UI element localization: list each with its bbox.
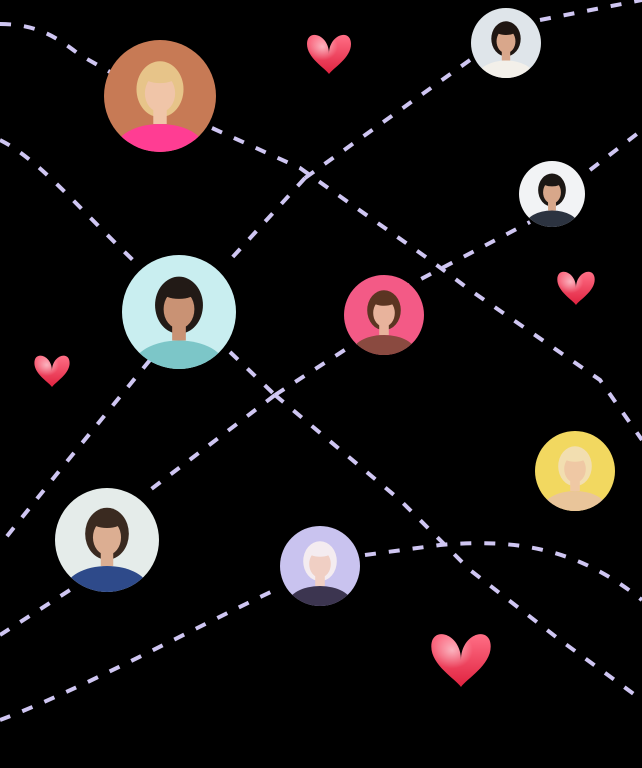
connector-line: [0, 588, 276, 722]
hearts-layer: [34, 34, 595, 687]
avatar-woman-platinum-hair: [280, 526, 360, 606]
connector-lines: [0, 0, 642, 722]
connector-line: [539, 0, 642, 22]
connector-line: [399, 220, 531, 292]
connector-line: [228, 350, 277, 397]
connector-line: [273, 338, 362, 397]
connector-line: [588, 128, 642, 172]
connector-line: [273, 393, 642, 702]
connector-line: [0, 138, 137, 264]
heart-icon-right: [557, 271, 595, 305]
avatar-woman-pink-hat: [344, 275, 424, 355]
connector-line: [303, 58, 472, 180]
avatar-man-dark-tank: [519, 161, 585, 227]
avatar-man-suit: [55, 488, 159, 592]
heart-icon-left: [34, 355, 70, 387]
avatar-woman-curly-hair: [471, 8, 541, 78]
heart-icon-bottom: [431, 634, 491, 687]
connector-line: [148, 393, 277, 492]
connector-line: [211, 126, 642, 442]
avatar-woman-blonde-phone: [104, 40, 216, 152]
connector-line: [364, 541, 642, 602]
connector-line: [0, 588, 72, 637]
connector-line: [0, 22, 111, 74]
heart-icon-top: [307, 34, 351, 74]
connector-line: [228, 176, 307, 262]
avatar-woman-sunglasses-yellow: [535, 431, 615, 511]
avatar-man-glasses-beard: [122, 255, 236, 369]
avatars-layer: [55, 8, 615, 606]
